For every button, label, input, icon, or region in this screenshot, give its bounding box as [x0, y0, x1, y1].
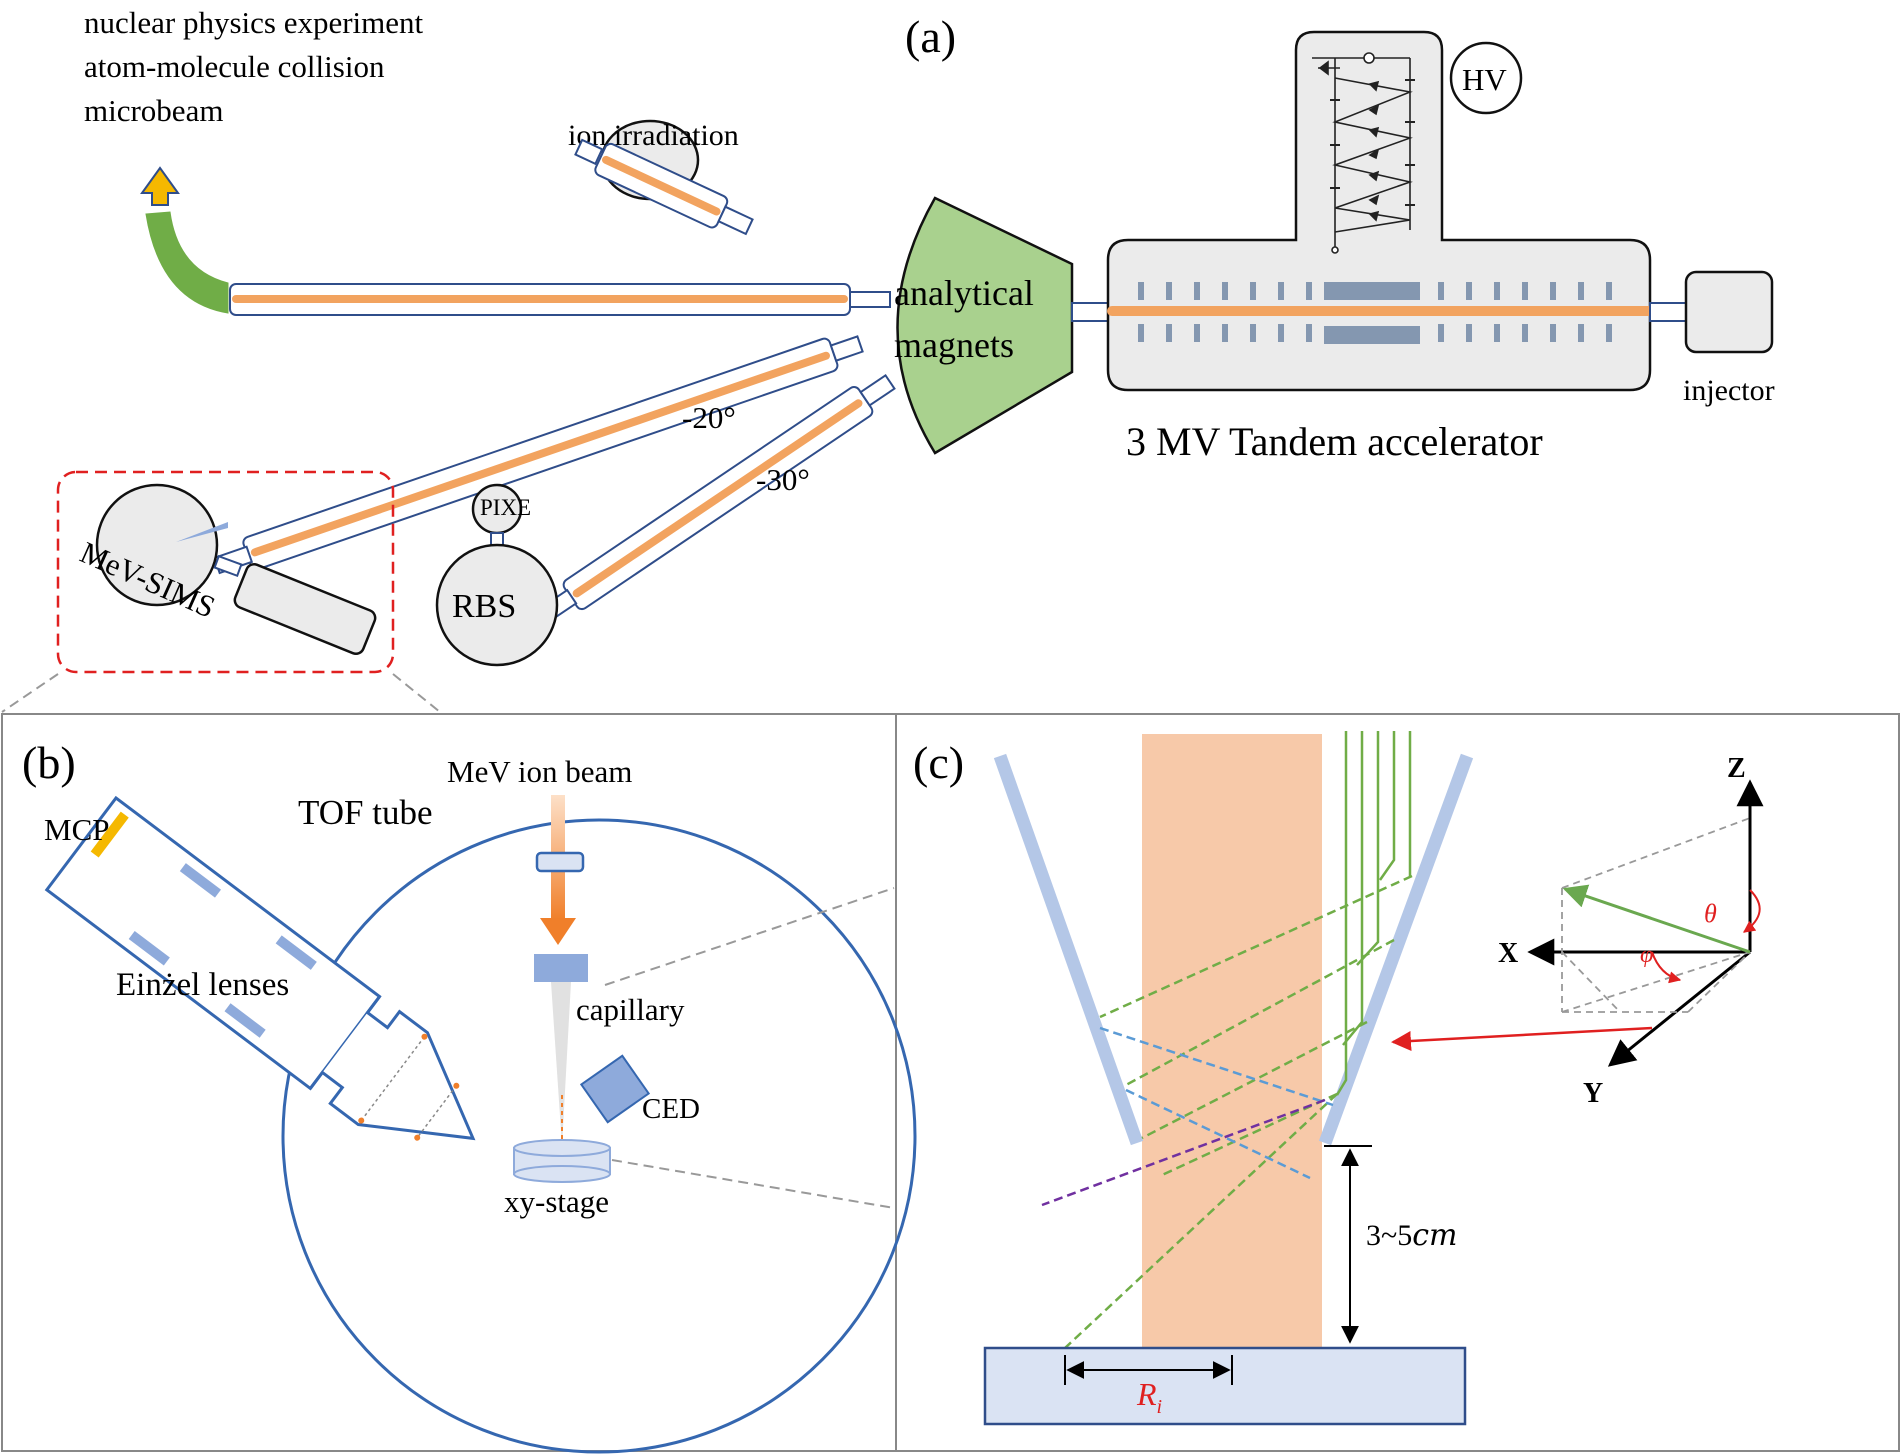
theta-label: θ — [1704, 899, 1717, 928]
mevsims-highlight-box — [56, 470, 395, 674]
angle-minus-30: -30° — [756, 462, 810, 497]
panel-b: (b) MCP TOF tube Einżel lenses MeV ion b… — [22, 737, 917, 1454]
mevsims-beam-cone — [176, 522, 228, 542]
axis-y-label: Y — [1583, 1078, 1603, 1109]
mcp-label: MCP — [44, 812, 109, 847]
zoom-line-capillary — [604, 887, 895, 986]
einzel-lenses-label: Einżel lenses — [116, 967, 289, 1003]
accelerator-label: 3 MV Tandem accelerator — [1126, 419, 1543, 464]
emission-vector — [1562, 884, 1751, 954]
ced-label: CED — [642, 1093, 700, 1125]
analytical-magnet — [896, 196, 1074, 455]
incidence-vector — [1391, 1026, 1653, 1052]
pixe-label: PIXE — [480, 495, 531, 520]
zoom-line-stage — [611, 1159, 895, 1209]
capillary — [534, 954, 588, 982]
rbs-label: RBS — [452, 588, 516, 625]
panel-b-label: (b) — [22, 737, 76, 788]
theta-arc — [1743, 889, 1761, 933]
beamline-zero-degree — [229, 283, 891, 316]
tof-tube-label: TOF tube — [298, 793, 433, 832]
radius-label: Ri — [1136, 1376, 1162, 1418]
ion-beam-arrow-head-icon — [540, 918, 576, 945]
mcp-detector — [90, 811, 129, 858]
angle-minus-20: -20° — [682, 400, 736, 435]
mevsims-tof-tube — [233, 562, 377, 656]
distance-label: 3~5cm — [1366, 1218, 1457, 1253]
ced-detector — [579, 1054, 651, 1124]
panel-c: (c) — [913, 731, 1764, 1426]
radius-marker — [1064, 1355, 1233, 1385]
mevsims-tof-link — [213, 554, 243, 578]
distance-marker — [1324, 1145, 1372, 1344]
ion-beam-label: MeV ion beam — [447, 754, 632, 789]
destination-microbeam: microbeam — [84, 93, 223, 128]
tof-tube — [44, 795, 476, 1141]
mevsims-chamber — [95, 483, 219, 607]
xy-stage — [513, 1139, 611, 1183]
magnet-label-line2: magnets — [894, 325, 1014, 365]
bending-magnet — [145, 211, 229, 314]
up-arrow-icon — [140, 166, 180, 206]
injector-link — [1649, 302, 1687, 322]
destination-nuclear-physics: nuclear physics experiment — [84, 5, 424, 40]
capillary-wall-left — [993, 753, 1144, 1146]
axis-x-label: X — [1498, 938, 1518, 969]
magnet-accelerator-link — [1071, 302, 1111, 322]
injector-label: injector — [1683, 374, 1775, 407]
accelerator-electrodes — [1138, 282, 1612, 344]
hv-label: HV — [1462, 62, 1507, 97]
bottom-panels-frame — [1, 713, 1900, 1452]
capillary-beam — [551, 982, 571, 1146]
rbs-chamber — [435, 543, 559, 667]
magnet-label-line1: analytical — [894, 273, 1034, 313]
beam-port — [535, 851, 585, 873]
destination-atom-molecule: atom-molecule collision — [84, 49, 385, 84]
zoom-line-left — [1, 673, 59, 713]
beam-column — [1142, 734, 1322, 1350]
injector — [1684, 270, 1774, 354]
phi-label: φ — [1640, 942, 1653, 968]
capillary-label: capillary — [576, 992, 685, 1027]
zoom-line-right — [392, 673, 441, 713]
sample — [983, 1346, 1467, 1426]
panel-c-label: (c) — [913, 737, 964, 788]
incoming-trajectories — [1335, 731, 1412, 1096]
escaping-trajectory — [1041, 1098, 1326, 1207]
axis-z-label: Z — [1727, 753, 1746, 784]
hv-supply — [1449, 41, 1523, 115]
beamline-ion-irradiation — [574, 138, 754, 236]
vacuum-chamber — [281, 818, 917, 1454]
panel-a: (a) nuclear physics experiment atom-mole… — [1, 5, 1775, 713]
coordinate-axes — [1527, 779, 1764, 1067]
capillary-wall-right — [1318, 753, 1474, 1146]
phi-arc — [1651, 951, 1682, 984]
voltage-multiplier-circuit — [1312, 52, 1415, 254]
xy-stage-label: xy-stage — [504, 1184, 609, 1219]
secondary-trajectories — [1099, 1026, 1334, 1180]
panel-a-label: (a) — [905, 11, 956, 62]
